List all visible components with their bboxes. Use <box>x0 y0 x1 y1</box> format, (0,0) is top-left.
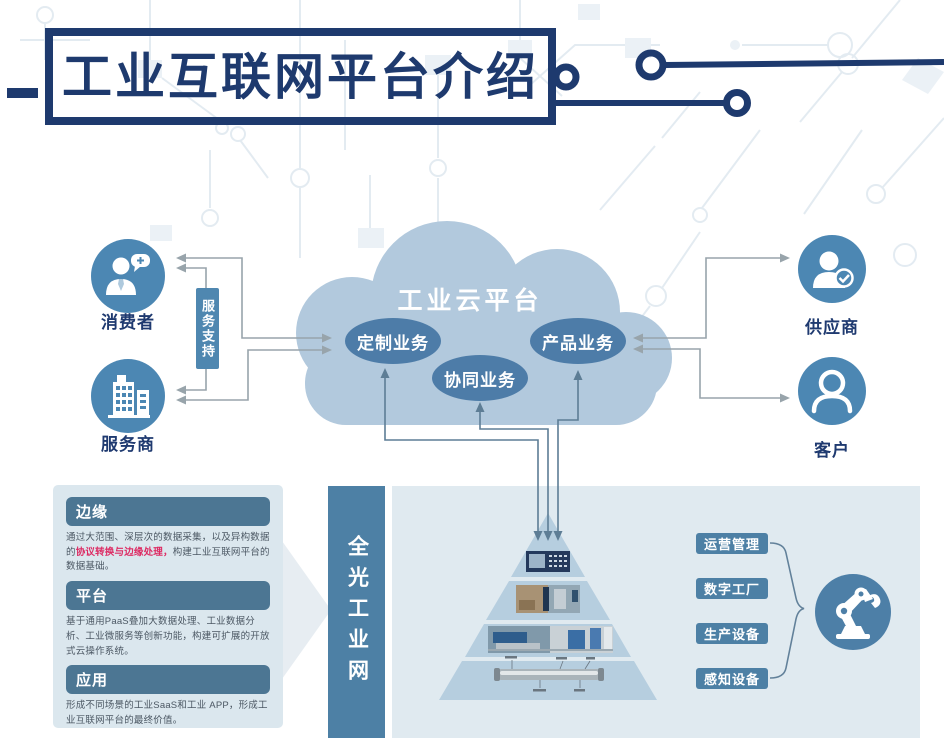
brace-icon <box>769 542 805 679</box>
robot-circle <box>815 574 891 650</box>
section-edge-text: 通过大范围、深层次的数据采集，以及异构数据的协议转换与边缘处理，构建工业互联网平… <box>66 532 270 573</box>
bubble-collaborative-business: 协同业务 <box>432 355 528 401</box>
device-pyramid <box>439 513 657 700</box>
service-provider-avatar <box>91 359 165 433</box>
circuit-line-decoration <box>552 49 944 117</box>
customer-label: 客户 <box>814 441 850 460</box>
pyramid-label-digital-factory: 数字工厂 <box>696 578 768 599</box>
pyramid-label-operations-management: 运营管理 <box>696 533 768 554</box>
supplier-icon <box>813 251 854 288</box>
building-icon <box>108 375 150 418</box>
flow-arrow-icon <box>282 541 331 679</box>
consumer-icon <box>106 254 150 295</box>
consumer-avatar <box>91 239 165 313</box>
edge-highlight-text: 协议转换与边缘处理， <box>75 546 173 558</box>
cloud-title: 工业云平台 <box>397 287 543 315</box>
network-bar: 全光工业网 <box>328 486 385 738</box>
section-platform-text: 基于通用PaaS叠加大数据处理、工业数据分析、工业微服务等创新功能，构建可扩展的… <box>66 616 270 657</box>
robot-arm-icon <box>836 587 881 639</box>
section-edge-header: 边缘 <box>66 497 270 526</box>
bubble-custom-business: 定制业务 <box>345 318 441 364</box>
title-dash-decoration <box>7 88 38 98</box>
supplier-avatar <box>798 235 866 303</box>
consumer-label: 消费者 <box>101 313 155 332</box>
page-title: 工业互联网平台介绍 <box>62 48 539 105</box>
pyramid-label-sensing-equipment: 感知设备 <box>696 668 768 689</box>
supplier-label: 供应商 <box>805 318 859 337</box>
section-platform-header: 平台 <box>66 581 270 611</box>
pyramid-label-production-equipment: 生产设备 <box>696 623 768 644</box>
service-provider-label: 服务商 <box>101 435 155 454</box>
section-app-header: 应用 <box>66 665 270 695</box>
section-app-text: 形成不同场景的工业SaaS和工业 APP，形成工业互联网平台的最终价值。 <box>66 700 268 727</box>
service-support-badge: 服务支持 <box>196 288 219 369</box>
pyramid-photo-sensor-device <box>494 656 604 692</box>
pyramid-photo-production-line <box>488 626 613 653</box>
layers-panel: 边缘 通过大范围、深层次的数据采集，以及异构数据的协议转换与边缘处理，构建工业互… <box>53 485 283 728</box>
bubble-product-business: 产品业务 <box>530 318 626 364</box>
customer-icon <box>811 369 853 414</box>
title-frame: 工业互联网平台介绍 <box>45 28 556 125</box>
pyramid-photo-control-system <box>526 551 570 572</box>
customer-avatar <box>798 357 866 425</box>
pyramid-photo-factory-room <box>516 585 580 613</box>
network-bar-label: 全光工业网 <box>345 534 369 690</box>
